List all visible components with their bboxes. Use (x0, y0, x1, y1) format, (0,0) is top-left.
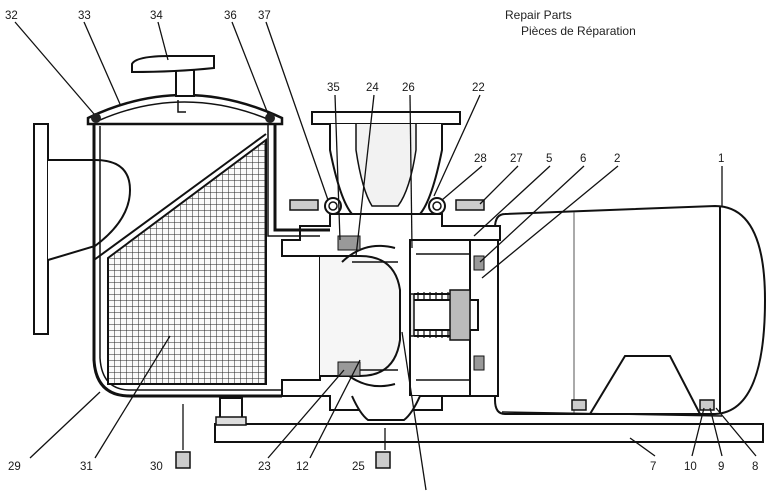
callout-7: 7 (650, 461, 656, 473)
callout-12: 12 (296, 461, 309, 473)
callout-24: 24 (366, 82, 379, 94)
callout-34: 34 (150, 10, 163, 22)
callout-labels: 32 33 34 36 37 35 24 26 22 28 27 5 6 2 1… (5, 10, 758, 473)
callout-26: 26 (402, 82, 415, 94)
leader-lines (14, 21, 757, 491)
title-french: Pièces de Réparation (521, 24, 636, 38)
callout-10: 10 (684, 461, 697, 473)
callout-37: 37 (258, 10, 271, 22)
callout-25: 25 (352, 461, 365, 473)
base-plate (214, 397, 764, 443)
callout-35: 35 (327, 82, 340, 94)
callout-28: 28 (474, 153, 487, 165)
motor (494, 204, 767, 417)
callout-9: 9 (718, 461, 724, 473)
callout-36: 36 (224, 10, 237, 22)
callout-29: 29 (8, 461, 21, 473)
callout-23: 23 (258, 461, 271, 473)
callout-8: 8 (752, 461, 758, 473)
callout-2: 2 (614, 153, 620, 165)
callout-6: 6 (580, 153, 586, 165)
callout-22: 22 (472, 82, 485, 94)
title-english: Repair Parts (505, 8, 572, 22)
callout-27: 27 (510, 153, 523, 165)
callout-1: 1 (718, 153, 724, 165)
callout-31: 31 (80, 461, 93, 473)
callout-33: 33 (78, 10, 91, 22)
callout-32: 32 (5, 10, 18, 22)
callout-5: 5 (546, 153, 552, 165)
strainer-body (33, 55, 330, 398)
pump-casing (281, 111, 501, 421)
drain-plugs (175, 451, 391, 469)
callout-30: 30 (150, 461, 163, 473)
